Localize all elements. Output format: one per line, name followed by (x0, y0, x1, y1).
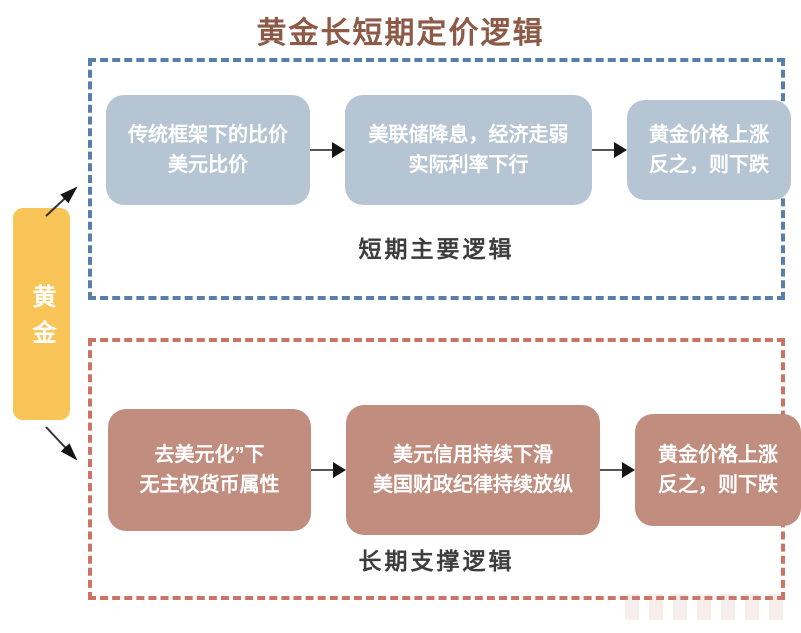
short-term-row: 传统框架下的比价 美元比价 美联储降息，经济走弱 实际利率下行 黄金价格上涨 反… (106, 95, 791, 205)
diagram-title: 黄金长短期定价逻辑 (256, 17, 545, 50)
box-line: 黄金价格上涨 (649, 124, 769, 146)
short-term-group: 传统框架下的比价 美元比价 美联储降息，经济走弱 实际利率下行 黄金价格上涨 反… (88, 58, 791, 300)
long-term-group: 去美元化”下 无主权货币属性 美元信用持续下滑 美国财政纪律持续放纵 黄金价格上… (88, 338, 801, 600)
long-term-box-2: 美元信用持续下滑 美国财政纪律持续放纵 (346, 405, 600, 535)
box-line: 美联储降息，经济走弱 (368, 124, 569, 146)
gold-node-label: 黄金 (28, 284, 55, 356)
short-term-box-3: 黄金价格上涨 反之，则下跌 (627, 100, 791, 200)
box-line: 反之，则下跌 (658, 474, 778, 496)
arrow-down-right-icon (45, 426, 78, 461)
long-term-box-3: 黄金价格上涨 反之，则下跌 (635, 414, 801, 526)
box-line: 无主权货币属性 (139, 474, 280, 496)
short-term-box-2: 美联储降息，经济走弱 实际利率下行 (345, 95, 592, 205)
arrow-head (333, 462, 346, 478)
long-term-row: 去美元化”下 无主权货币属性 美元信用持续下滑 美国财政纪律持续放纵 黄金价格上… (108, 405, 801, 535)
arrow-shaft (310, 149, 332, 151)
short-term-label: 短期主要逻辑 (358, 236, 515, 262)
box-line: 美元信用持续下滑 (393, 444, 553, 466)
arrow-right-icon (310, 142, 345, 158)
box-line: 实际利率下行 (408, 154, 529, 176)
long-term-box-1: 去美元化”下 无主权货币属性 (108, 409, 311, 531)
watermark (625, 594, 790, 620)
box-line: 黄金价格上涨 (658, 444, 778, 466)
box-line: 反之，则下跌 (649, 154, 769, 176)
box-line: 去美元化”下 (154, 444, 265, 466)
long-term-label: 长期支撑逻辑 (358, 548, 515, 574)
arrow-head (614, 142, 627, 158)
arrow-right-icon (592, 142, 627, 158)
box-line: 美国财政纪律持续放纵 (373, 474, 573, 496)
arrow-head (622, 462, 635, 478)
arrow-shaft (592, 149, 614, 151)
arrow-head (332, 142, 345, 158)
arrow-right-icon (311, 462, 346, 478)
arrow-shaft (600, 469, 622, 471)
arrow-shaft (311, 469, 333, 471)
arrow-right-icon (600, 462, 635, 478)
box-line: 美元比价 (168, 154, 248, 176)
gold-node: 黄金 (13, 208, 70, 420)
short-term-box-1: 传统框架下的比价 美元比价 (106, 95, 310, 205)
box-line: 传统框架下的比价 (128, 124, 288, 146)
